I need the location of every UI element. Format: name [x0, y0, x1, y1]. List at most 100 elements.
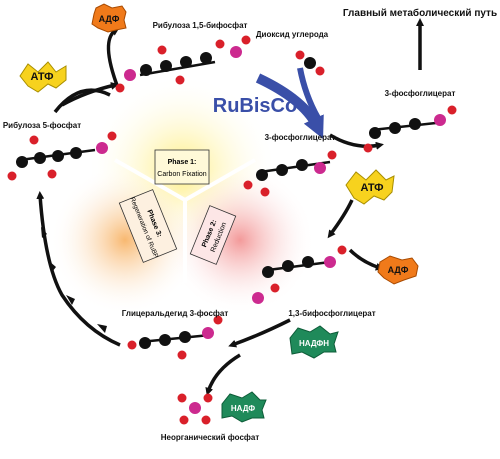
molecule-phosphoglycerate-mid: [243, 150, 337, 197]
carbon-atom: [304, 57, 316, 69]
molecule-glyceraldehyde-phosphate: [127, 315, 223, 360]
label-carbon-dioxide: Диоксид углерода: [256, 30, 329, 39]
molecule-inorganic-phosphate: [177, 393, 213, 425]
oxygen-atom: [203, 393, 213, 403]
oxygen-atom: [29, 135, 39, 145]
main-pathway-title: Главный метаболический путь: [343, 7, 497, 19]
arrow-to-inorganic-phosphate: [205, 353, 241, 396]
molecule-ribulose-phosphate: [7, 131, 117, 181]
carbon-atom: [139, 337, 151, 349]
carbon-atom: [52, 150, 64, 162]
carbon-atom: [369, 127, 381, 139]
phosphorus-atom: [96, 142, 108, 154]
phase2-glow: [165, 165, 315, 315]
molecule-ribulose-bisphosphate: [115, 35, 251, 93]
label-glyceraldehyde-phosphate: Глицеральдегид 3-фосфат: [122, 309, 229, 318]
oxygen-atom: [127, 340, 137, 350]
phase1-box: Phase 1: Carbon Fixation: [154, 149, 210, 185]
carbon-atom: [200, 52, 212, 64]
phosphorus-atom: [230, 46, 242, 58]
arrow-to-bisphosphoglycerate: [327, 199, 354, 239]
carbon-atom: [159, 334, 171, 346]
carbon-atom: [296, 159, 308, 171]
carbon-atom: [180, 56, 192, 68]
phase2-box: Phase 2: Reduction: [189, 205, 237, 265]
phase3-glow: [50, 165, 200, 315]
oxygen-atom: [241, 35, 251, 45]
carbon-atom: [160, 60, 172, 72]
molecule-carbon-dioxide: [295, 50, 325, 76]
carbon-atom: [282, 260, 294, 272]
oxygen-atom: [47, 169, 57, 179]
badge-nadph: НАДФН: [289, 325, 339, 359]
carbon-atom: [34, 152, 46, 164]
badge-nadp: НАДФ: [221, 391, 267, 423]
oxygen-atom: [337, 245, 347, 255]
arrow-to-adp-right: [348, 248, 384, 271]
oxygen-atom: [327, 150, 337, 160]
oxygen-atom: [270, 283, 280, 293]
co2-arrow: [297, 67, 321, 120]
oxygen-atom: [215, 39, 225, 49]
arrow-to-adp-top: [106, 27, 120, 89]
oxygen-atom: [157, 45, 167, 55]
oxygen-atom: [177, 393, 187, 403]
label-phosphoglycerate-mid: 3-фосфоглицерат: [265, 133, 336, 142]
rubisco-arrow: [255, 73, 324, 139]
phase1-title: Phase 1:: [168, 159, 197, 166]
oxygen-atom: [363, 143, 373, 153]
oxygen-atom: [177, 350, 187, 360]
badge-atp-right: АТФ: [345, 169, 395, 205]
carbon-atom: [140, 64, 152, 76]
badge-atp-left-label: АТФ: [30, 71, 53, 83]
oxygen-atom: [7, 171, 17, 181]
molecule-bisphosphoglycerate: [252, 245, 347, 304]
carbon-atom: [276, 164, 288, 176]
arrow-to-phosphoglycerate: [329, 133, 384, 150]
oxygen-atom: [260, 187, 270, 197]
oxygen-atom: [243, 180, 253, 190]
oxygen-atom: [179, 415, 189, 425]
phosphorus-atom: [252, 292, 264, 304]
carbon-atom: [70, 147, 82, 159]
phase-divider: [184, 158, 256, 202]
oxygen-atom: [447, 105, 457, 115]
phosphorus-atom: [324, 256, 336, 268]
label-inorganic-phosphate: Неорганический фосфат: [161, 433, 260, 442]
label-ribulose-bisphosphate: Рибулоза 1,5-бифосфат: [153, 21, 248, 30]
carbon-atom: [179, 331, 191, 343]
carbon-atom: [302, 256, 314, 268]
carbon-atom: [262, 266, 274, 278]
oxygen-atom: [107, 131, 117, 141]
badge-atp-left: АТФ: [19, 61, 67, 93]
phosphorus-atom: [434, 114, 446, 126]
oxygen-atom: [201, 415, 211, 425]
label-bisphosphoglycerate: 1,3-бифосфоглицерат: [288, 309, 375, 318]
badge-adp-right-label: АДФ: [388, 265, 409, 275]
carbon-atom: [16, 156, 28, 168]
phase-divider: [114, 158, 186, 202]
phosphorus-atom: [189, 402, 201, 414]
phase1-name: Carbon Fixation: [157, 171, 207, 178]
oxygen-atom: [175, 75, 185, 85]
badge-adp-top-label: АДФ: [99, 14, 120, 24]
carbon-atom: [389, 122, 401, 134]
oxygen-atom: [295, 50, 305, 60]
arrow-atp-join: [53, 88, 111, 114]
phosphorus-atom: [124, 69, 136, 81]
enzyme-label: RuBisCo: [213, 95, 297, 117]
label-phosphoglycerate-top: 3-фосфоглицерат: [385, 89, 456, 98]
badge-adp-right: АДФ: [377, 255, 419, 285]
cycle-chevrons: [41, 227, 107, 333]
arrow-to-glyceraldehyde: [228, 318, 291, 348]
phosphorus-atom: [314, 162, 326, 174]
oxygen-atom: [115, 83, 125, 93]
oxygen-atom: [213, 315, 223, 325]
phase3-box: Phase 3: Regeneration of RuBP: [118, 189, 178, 263]
carbon-atom: [409, 118, 421, 130]
molecule-phosphoglycerate-top: [363, 105, 457, 153]
oxygen-atom: [315, 66, 325, 76]
label-ribulose-phosphate: Рибулоза 5-фосфат: [3, 121, 81, 130]
